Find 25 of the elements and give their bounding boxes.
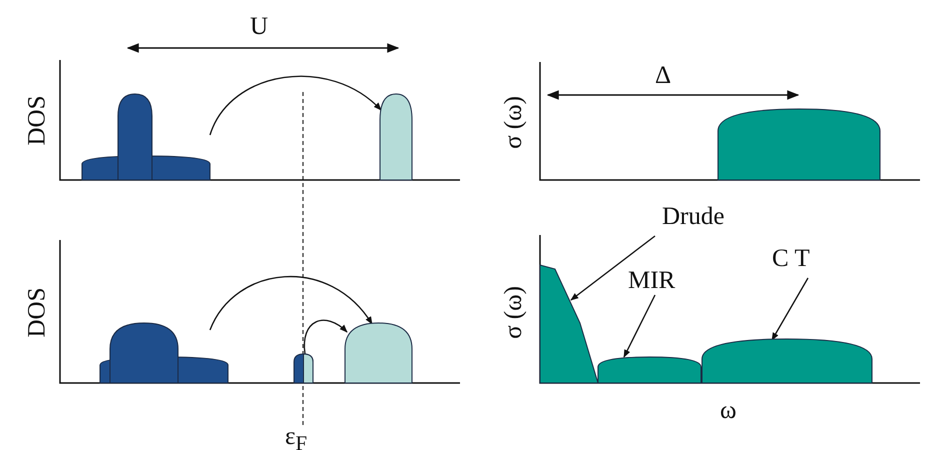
density-of-states-band (82, 94, 212, 181)
axis-label: σ (ω) (500, 286, 526, 338)
axis-label: ω (720, 398, 736, 423)
axis-label: DOS (24, 287, 49, 337)
callout-label: C T (772, 246, 810, 271)
density-of-states-band (100, 323, 230, 384)
transition-arrow (209, 76, 382, 136)
leader-line (570, 235, 656, 301)
callout-label: Drude (662, 204, 724, 229)
transition-arrow (209, 276, 373, 330)
leader-line (623, 294, 656, 358)
transition-arrow (304, 320, 348, 354)
axis-label: σ (ω) (500, 96, 526, 148)
quasiparticle-peak (294, 354, 314, 384)
dimension-label: Δ (655, 63, 672, 88)
callout-label: MIR (628, 268, 676, 293)
drude-peak (540, 263, 600, 384)
conductivity-spectrum (718, 109, 881, 181)
density-of-states-band (380, 94, 413, 181)
axis-label: DOS (24, 95, 49, 145)
leader-line (771, 278, 809, 341)
density-of-states-band (345, 323, 413, 384)
dimension-label: U (250, 14, 268, 39)
fermi-level-label: ε$_{F}$ (285, 424, 308, 450)
conductivity-peak (598, 357, 702, 384)
